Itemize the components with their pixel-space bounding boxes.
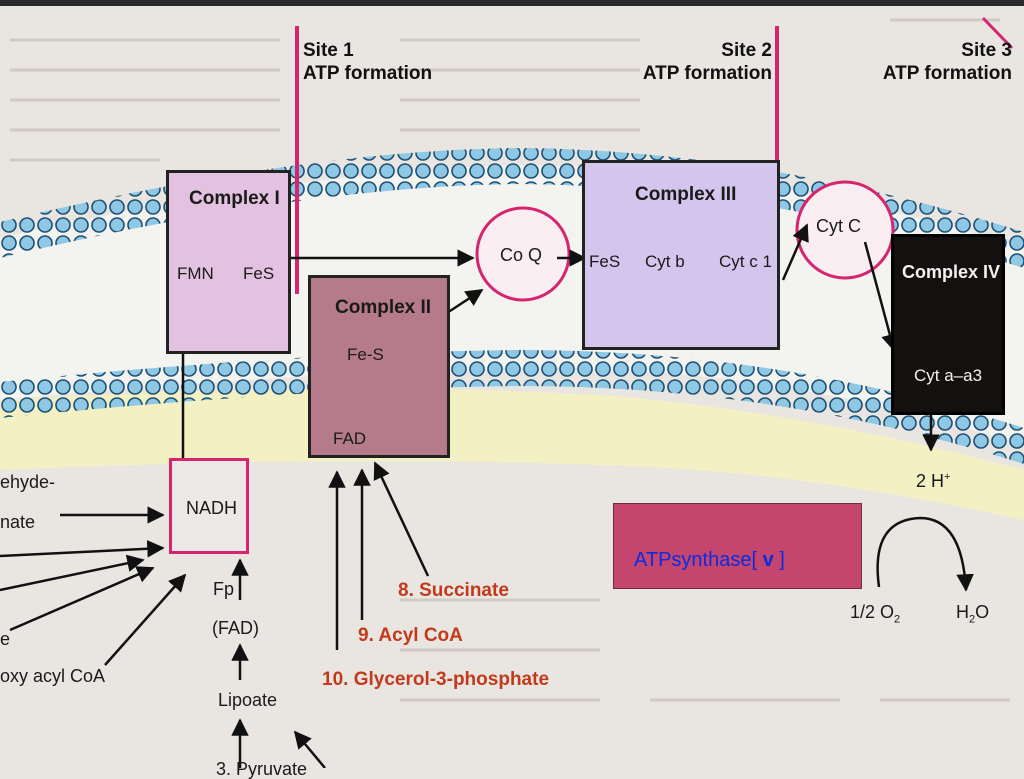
fp-label: Fp [213,579,235,599]
complex-3-cytb: Cyt b [645,252,685,271]
complex-4-cyt: Cyt a–a3 [914,366,983,385]
water-label: H2O [956,603,989,626]
left-input-3: e [0,629,11,649]
glycerol-label: 10. Glycerol-3-phosphate [322,669,550,690]
complex-1-box: Complex I FMN FeS [166,170,291,354]
proton-text: 2 H [916,471,945,491]
complex-2-box: Complex II Fe-S FAD [308,275,450,458]
water-h: H [956,602,969,622]
complex-2-title: Complex II [335,297,432,318]
left-input-1: ehyde- [0,472,56,492]
complex-4-box: Complex IV Cyt a–a3 [891,234,1005,415]
left-input-4: oxy acyl CoA [0,666,106,686]
site3-line1: Site 3 [961,40,1012,61]
complex-2-fad: FAD [333,429,367,448]
acyl-coa-label: 9. Acyl CoA [358,625,463,646]
complex-1-fmn: FMN [177,264,214,283]
atp-synthase-text: ATPsynthase[ v ] [634,549,785,572]
complex-3-fes: FeS [589,252,621,271]
fad-paren-label: (FAD) [212,618,259,638]
water-sub: 2 [969,613,976,626]
oxygen-text: 1/2 O [850,602,895,622]
site3-line2: ATP formation [882,62,1012,84]
atp-synthase-suffix: ] [773,549,785,571]
nadh-box: NADH [169,458,249,554]
lipoate-label: Lipoate [218,690,278,710]
proton-sup: + [944,471,951,483]
site1-line2: ATP formation [303,62,433,84]
complex-1-title: Complex I [189,188,280,209]
complex-4-title: Complex IV [902,262,1001,282]
site2-line1: Site 2 [721,40,772,61]
atp-synthase-roman: v [762,549,774,571]
left-input-2: nate [0,512,36,532]
oxygen-sub: 2 [894,613,901,626]
water-o: O [975,602,990,622]
nadh-label: NADH [186,498,238,518]
complex-1-fes: FeS [243,264,275,283]
cytc-label: Cyt C [816,216,861,236]
site2-label: Site 2 ATP formation [640,40,772,86]
complex-2-fes: Fe-S [347,345,384,364]
atp-synthase-prefix: ATPsynthase[ [634,549,758,571]
complex-3-title: Complex III [635,184,737,205]
complex-3-cytc1: Cyt c 1 [719,252,772,271]
atp-synthase-box: ATPsynthase[ v ] [613,503,862,589]
site2-line2: ATP formation [642,62,772,84]
pyruvate-label: 3. Pyruvate [216,759,308,779]
site3-label: Site 3 ATP formation [880,40,1012,86]
coq-label: Co Q [500,245,543,265]
site1-line1: Site 1 [303,40,354,61]
site1-label: Site 1 ATP formation [303,40,432,86]
oxygen-label: 1/2 O2 [850,603,900,626]
complex-3-box: Complex III FeS Cyt b Cyt c 1 [582,160,780,350]
proton-label: 2 H+ [916,471,951,491]
succinate-label: 8. Succinate [398,580,509,601]
